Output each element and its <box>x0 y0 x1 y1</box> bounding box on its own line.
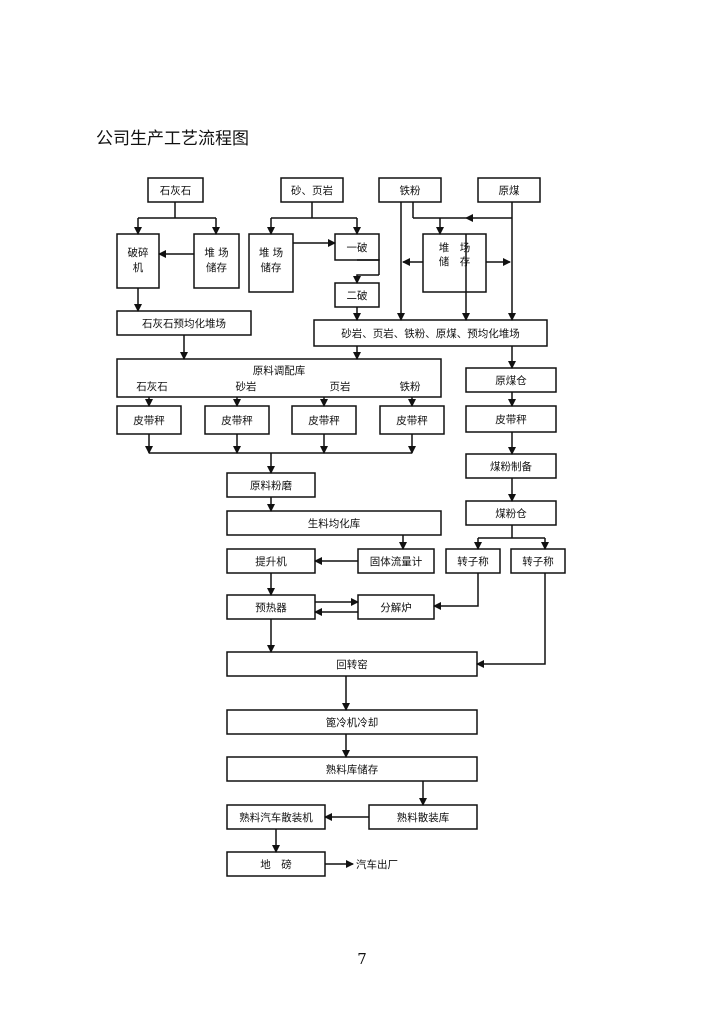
node-calciner: 分解炉 <box>357 594 435 620</box>
node-grate-cooler: 篦冷机冷却 <box>226 709 478 735</box>
node-label: 皮带秤 <box>221 414 253 427</box>
node-label: 皮带秤 <box>308 414 340 427</box>
page-title: 公司生产工艺流程图 <box>96 129 249 149</box>
page-number: 7 <box>357 950 367 968</box>
node-label: 熟料散装库 <box>397 811 450 824</box>
node-label: 原煤仓 <box>495 374 527 387</box>
node-label: 提升机 <box>255 555 287 568</box>
connectors <box>134 202 549 868</box>
node-rotor-scale-1: 转子称 <box>445 548 501 574</box>
node-weighbridge: 地 磅 <box>226 851 326 877</box>
node-label: 煤粉仓 <box>495 507 527 520</box>
node-label: 堆 场 <box>259 246 283 259</box>
node-label: 皮带秤 <box>396 414 428 427</box>
node-label: 地 磅 <box>260 858 292 871</box>
node-rotary-kiln: 回转窑 <box>226 651 478 677</box>
node-label: 原料调配库 <box>253 364 306 377</box>
node-label: 堆 场 <box>439 241 471 254</box>
node-raw-mill: 原料粉磨 <box>226 472 316 498</box>
node-iron-powder: 铁粉 <box>378 177 442 203</box>
node-label: 转子称 <box>457 555 489 568</box>
node-stockpile-c: 堆 场 储 存 <box>422 233 487 293</box>
node-label: 熟料汽车散装机 <box>239 811 313 824</box>
connector <box>357 259 380 275</box>
node-raw-coal: 原煤 <box>477 177 541 203</box>
node-elevator: 提升机 <box>226 548 316 574</box>
node-stockpile-b: 堆 场 储存 <box>248 233 294 293</box>
node-label: 二破 <box>347 289 368 302</box>
node-limestone-prehomo: 石灰石预均化堆场 <box>116 310 252 336</box>
node-rotor-scale-2: 转子称 <box>510 548 566 574</box>
node-truck-out: 汽车出厂 <box>356 858 398 871</box>
node-clinker-store: 熟料库储存 <box>226 756 478 782</box>
node-limestone: 石灰石 <box>147 177 204 203</box>
node-label: 砂岩 <box>236 380 257 393</box>
node-label: 破碎 <box>128 246 149 259</box>
node-label: 生料均化库 <box>308 517 361 530</box>
node-label: 熟料库储存 <box>326 763 379 776</box>
node-label: 铁粉 <box>400 184 421 197</box>
node-label: 转子称 <box>522 555 554 568</box>
node-label: 石灰石 <box>136 380 168 393</box>
node-label: 原料粉磨 <box>250 479 292 492</box>
node-label: 预热器 <box>255 601 287 614</box>
arrow <box>476 573 546 668</box>
node-label: 皮带秤 <box>133 414 165 427</box>
node-label: 砂岩、页岩、铁粉、原煤、预均化堆场 <box>341 327 520 340</box>
node-belt-scale-4: 皮带秤 <box>379 405 445 435</box>
node-sand-shale: 砂、页岩 <box>280 177 344 203</box>
node-label: 分解炉 <box>380 601 412 614</box>
node-belt-scale-2: 皮带秤 <box>204 405 270 435</box>
node-solid-flowmeter: 固体流量计 <box>357 548 435 574</box>
node-label: 汽车出厂 <box>356 858 398 871</box>
node-mixed-prehomo: 砂岩、页岩、铁粉、原煤、预均化堆场 <box>313 319 548 347</box>
node-bulk-store: 熟料散装库 <box>368 804 478 830</box>
arrow <box>433 573 479 610</box>
node-label: 篦冷机冷却 <box>326 716 379 729</box>
node-belt-scale-1: 皮带秤 <box>116 405 182 435</box>
node-label: 储存 <box>261 261 282 274</box>
node-label: 石灰石 <box>160 184 192 197</box>
node-label: 储存 <box>206 261 227 274</box>
node-crusher: 破碎 机 <box>116 233 160 289</box>
node-stockpile-a: 堆 场 储存 <box>193 233 240 289</box>
node-raw-blending-store: 原料调配库 石灰石 砂岩 页岩 铁粉 <box>116 358 442 398</box>
arrow <box>353 274 379 284</box>
node-secondary-crush: 二破 <box>334 282 380 308</box>
node-label: 石灰石预均化堆场 <box>142 317 226 330</box>
node-label: 皮带秤 <box>495 413 527 426</box>
node-label: 一破 <box>347 241 368 254</box>
node-preheater: 预热器 <box>226 594 316 620</box>
node-coal-powder-bin: 煤粉仓 <box>465 500 557 526</box>
node-label: 回转窑 <box>336 658 368 671</box>
node-primary-crush: 一破 <box>334 233 380 261</box>
node-raw-homo-store: 生料均化库 <box>226 510 442 536</box>
node-label: 堆 场 <box>204 246 228 259</box>
node-label: 固体流量计 <box>370 555 423 568</box>
node-label: 储 存 <box>439 255 471 268</box>
node-label: 砂、页岩 <box>291 184 333 197</box>
node-bulk-loader: 熟料汽车散装机 <box>226 804 326 830</box>
node-label: 机 <box>133 261 144 274</box>
node-label: 铁粉 <box>400 380 421 393</box>
node-label: 页岩 <box>330 380 351 393</box>
node-raw-coal-bin: 原煤仓 <box>465 367 557 393</box>
node-belt-scale-3: 皮带秤 <box>291 405 357 435</box>
node-coal-powder-prep: 煤粉制备 <box>465 453 557 479</box>
node-label: 原煤 <box>499 184 520 197</box>
node-label: 煤粉制备 <box>490 460 532 473</box>
node-belt-scale-coal: 皮带秤 <box>465 405 557 433</box>
